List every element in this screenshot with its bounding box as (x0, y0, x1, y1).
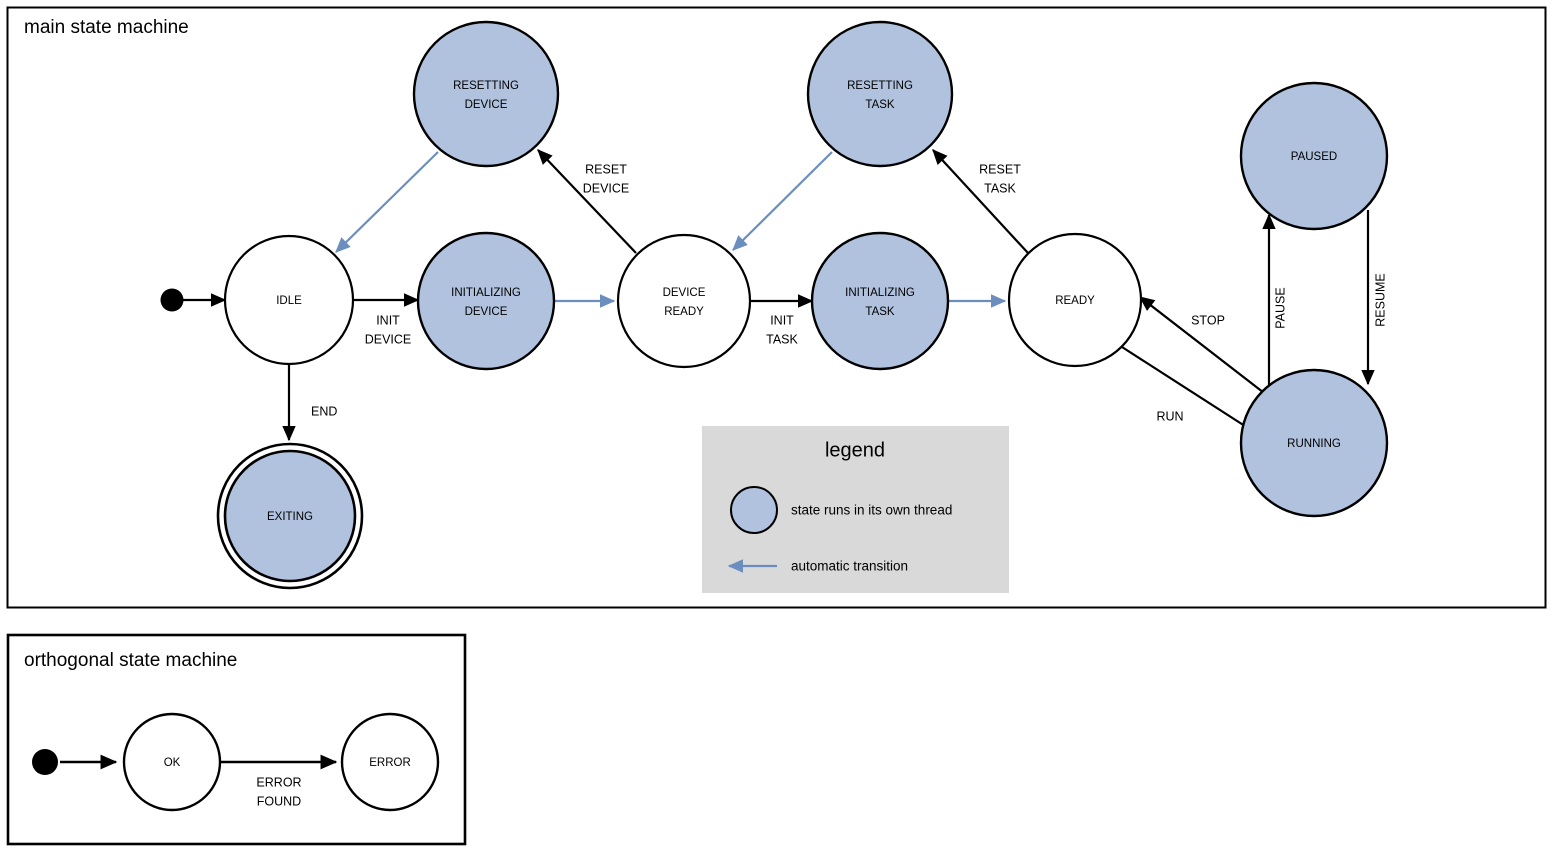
state-resetting-device[interactable]: RESETTING DEVICE (412, 20, 560, 168)
state-paused-label: PAUSED (1291, 151, 1337, 163)
edge-label-init-task-line1: INIT (770, 313, 794, 327)
state-ready-circle[interactable] (1007, 232, 1143, 368)
edge-label-resume: RESUME (1373, 273, 1387, 326)
state-initial-pseudostate[interactable] (160, 288, 184, 312)
legend-thread-label: state runs in its own thread (791, 503, 952, 518)
legend-title: legend (825, 439, 885, 461)
edge-label-reset-device-line1: RESET (585, 162, 627, 176)
edge-label-reset-task-line2: TASK (984, 181, 1016, 195)
state-device-ready-circle[interactable] (616, 233, 752, 369)
edge-label-reset-device-line2: DEVICE (583, 181, 630, 195)
state-paused-circle[interactable] (1239, 81, 1389, 231)
state-resetting-device-label-line1: RESETTING (453, 80, 519, 92)
state-ok-label: OK (164, 757, 181, 769)
edge-device-ready-to-resetting-device (537, 149, 637, 254)
edge-label-reset-task-line1: RESET (979, 162, 1021, 176)
state-resetting-device-label-line2: DEVICE (465, 99, 508, 111)
state-resetting-device-circle[interactable] (412, 20, 560, 168)
state-idle[interactable]: IDLE (223, 234, 355, 366)
state-initializing-device-label-line1: INITIALIZING (451, 287, 521, 299)
state-exiting-circle[interactable] (223, 449, 357, 583)
state-error[interactable]: ERROR (340, 712, 440, 812)
edge-label-error-found-line2: FOUND (257, 794, 301, 808)
edge-label-error-found-line1: ERROR (256, 775, 301, 789)
edge-label-end: END (311, 404, 337, 418)
state-initializing-task-circle[interactable] (810, 231, 950, 371)
state-initializing-task-label-line2: TASK (865, 306, 895, 318)
state-ready-label: READY (1055, 295, 1095, 307)
edge-label-stop: STOP (1191, 313, 1225, 327)
state-resetting-task-label-line2: TASK (865, 99, 895, 111)
state-exiting[interactable]: EXITING (216, 442, 364, 590)
edge-ready-to-resetting-task (932, 149, 1029, 254)
edge-label-init-device-line1: INIT (376, 313, 400, 327)
state-running[interactable]: RUNNING (1239, 368, 1389, 518)
state-exiting-label: EXITING (267, 511, 313, 523)
state-ready[interactable]: READY (1007, 232, 1143, 368)
state-initializing-device[interactable]: INITIALIZING DEVICE (416, 231, 556, 371)
state-resetting-task-circle[interactable] (806, 20, 954, 168)
legend: legend state runs in its own thread auto… (702, 426, 1009, 593)
edge-resetting-device-to-idle (335, 151, 439, 253)
state-ok[interactable]: OK (122, 712, 222, 812)
state-running-circle[interactable] (1239, 368, 1389, 518)
state-error-label: ERROR (369, 757, 411, 769)
state-paused[interactable]: PAUSED (1239, 81, 1389, 231)
orthogonal-frame-title: orthogonal state machine (24, 650, 238, 671)
state-initializing-task-label-line1: INITIALIZING (845, 287, 915, 299)
state-device-ready-label-line2: READY (664, 306, 704, 318)
state-initializing-task[interactable]: INITIALIZING TASK (810, 231, 950, 371)
legend-auto-label: automatic transition (791, 559, 908, 574)
state-device-ready-label-line1: DEVICE (663, 287, 706, 299)
state-resetting-task[interactable]: RESETTING TASK (806, 20, 954, 168)
edge-running-to-ready (1139, 296, 1269, 397)
state-idle-circle[interactable] (223, 234, 355, 366)
state-resetting-task-label-line1: RESETTING (847, 80, 913, 92)
edge-label-pause: PAUSE (1273, 287, 1287, 328)
state-running-label: RUNNING (1287, 438, 1341, 450)
state-error-circle[interactable] (340, 712, 440, 812)
state-initializing-device-circle[interactable] (416, 231, 556, 371)
edge-label-init-task-line2: TASK (766, 332, 798, 346)
legend-thread-swatch (730, 486, 778, 534)
state-ortho-initial-pseudostate[interactable] (32, 749, 58, 775)
state-ok-circle[interactable] (122, 712, 222, 812)
main-frame-title: main state machine (24, 17, 189, 38)
state-initializing-device-label-line2: DEVICE (465, 306, 508, 318)
state-device-ready[interactable]: DEVICE READY (616, 233, 752, 369)
edge-label-run: RUN (1156, 409, 1183, 423)
state-idle-label: IDLE (276, 295, 302, 307)
edge-resetting-task-to-device-ready (732, 151, 833, 251)
edge-label-init-device-line2: DEVICE (365, 332, 412, 346)
edge-ready-to-running (1121, 346, 1264, 438)
